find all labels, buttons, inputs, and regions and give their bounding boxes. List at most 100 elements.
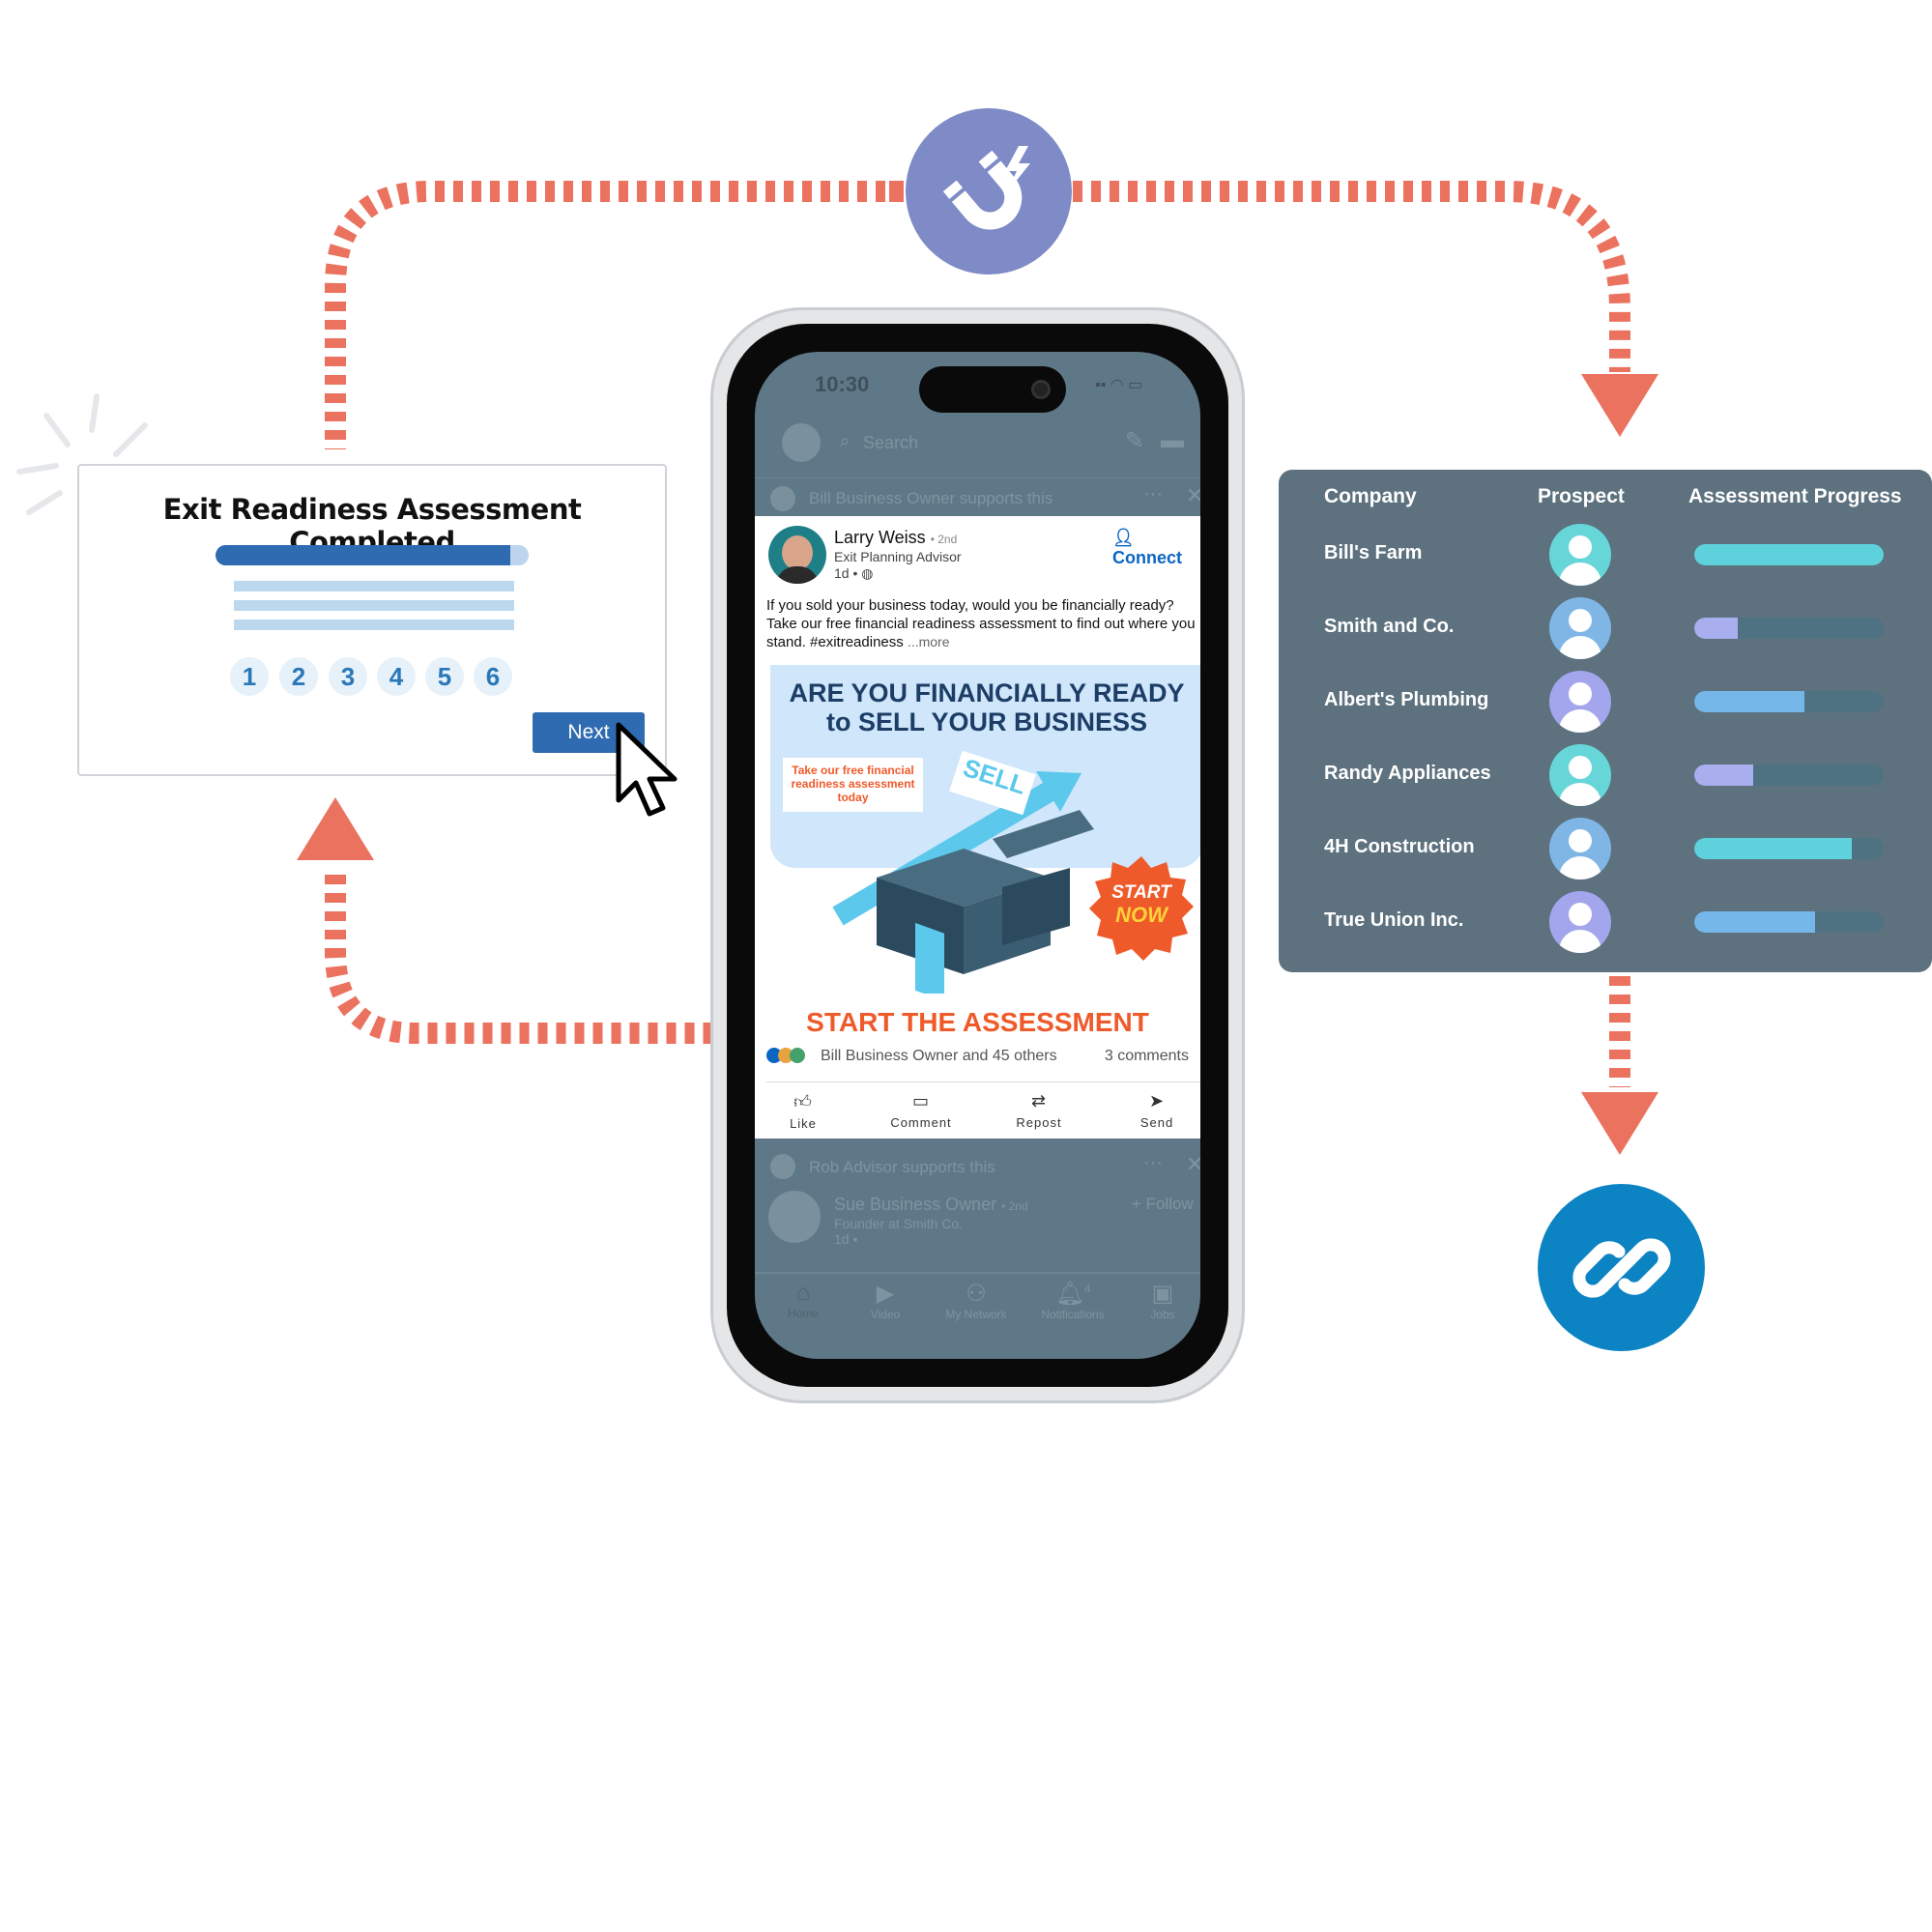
step-1[interactable]: 1: [230, 657, 269, 696]
magnet-icon: [942, 146, 1030, 230]
badge-start: START: [1111, 882, 1171, 903]
assessment-card: Exit Readiness Assessment Completed 1 2 …: [77, 464, 667, 776]
search-input[interactable]: Search: [863, 433, 919, 452]
briefcase-icon: ▣: [1151, 1281, 1174, 1307]
comment-icon: ▭: [911, 1091, 930, 1110]
globe-icon: ◍: [861, 565, 874, 581]
author-avatar[interactable]: [768, 526, 826, 584]
progress-bar: [1694, 911, 1884, 933]
arrow-up-to-assessment: [297, 797, 374, 860]
step-5[interactable]: 5: [425, 657, 464, 696]
next-post-author-line: Sue Business Owner • 2nd: [834, 1195, 1028, 1215]
send-icon: ➤: [1148, 1091, 1166, 1110]
comments-count[interactable]: 3 comments: [1104, 1048, 1189, 1064]
nav-video[interactable]: ▶Video: [840, 1280, 931, 1321]
connection-degree: • 2nd: [930, 533, 958, 546]
supports-text: Rob Advisor supports this: [809, 1158, 995, 1176]
promo-heading-2: to SELL YOUR BUSINESS: [825, 707, 1148, 736]
prospect-avatar-icon[interactable]: [1549, 597, 1611, 659]
nav-my-network-label: My Network: [945, 1308, 1007, 1321]
supporter-avatar: [770, 486, 795, 511]
prospect-table: Company Prospect Assessment Progress Bil…: [1279, 470, 1932, 972]
arrow-down-to-link: [1581, 1092, 1658, 1155]
like-button[interactable]: 👍︎ Like: [755, 1091, 851, 1131]
promo-image[interactable]: ARE YOU FINANCIALLY READY to SELL YOUR B…: [770, 665, 1200, 994]
prospect-avatar-icon[interactable]: [1549, 891, 1611, 953]
supports-text: Bill Business Owner supports this: [809, 489, 1053, 507]
next-post-avatar[interactable]: [768, 1191, 821, 1243]
column-header-progress: Assessment Progress: [1688, 485, 1902, 507]
notifications-badge: 4: [1084, 1283, 1091, 1295]
column-header-company: Company: [1324, 485, 1417, 507]
profile-avatar[interactable]: [782, 423, 821, 462]
author-name[interactable]: Larry Weiss: [834, 528, 926, 547]
bell-icon: 🔔︎4: [1054, 1281, 1091, 1307]
send-label: Send: [1139, 1115, 1174, 1130]
video-icon: ▶: [876, 1281, 895, 1307]
repost-button[interactable]: ⇄Repost: [991, 1091, 1087, 1130]
like-label: Like: [790, 1116, 817, 1131]
progress-fill: [1694, 618, 1739, 639]
progress-bar: [1694, 618, 1884, 639]
step-2[interactable]: 2: [279, 657, 318, 696]
phone-mockup: 10:30 ▪▪ ◠ ▭ ⌕ Search ✎ ▬ Bill Business …: [710, 307, 1245, 1403]
nav-home-label: Home: [787, 1307, 819, 1320]
link-circle: [1538, 1184, 1705, 1351]
close-icon[interactable]: ✕: [1186, 483, 1200, 507]
column-header-prospect: Prospect: [1538, 485, 1625, 507]
send-button[interactable]: ➤ Send: [1109, 1091, 1200, 1130]
reaction-icons: [766, 1048, 805, 1066]
cta-heading[interactable]: START THE ASSESSMENT: [806, 1007, 1149, 1037]
nav-my-network[interactable]: ⚇My Network: [931, 1280, 1022, 1321]
placeholder-line: [234, 581, 514, 591]
nav-video-label: Video: [870, 1308, 901, 1321]
author-line: Larry Weiss • 2nd: [834, 528, 957, 548]
connect-label: Connect: [1112, 548, 1182, 567]
pointer-cursor-icon: [616, 722, 678, 817]
repost-icon: ⇄: [1030, 1091, 1048, 1110]
post-meta: 1d • ◍: [834, 565, 873, 582]
add-person-icon: 👤︎: [1112, 528, 1135, 547]
progress-bar: [1694, 544, 1884, 565]
next-post-degree: • 2nd: [1001, 1199, 1028, 1213]
follow-button[interactable]: + Follow: [1132, 1195, 1194, 1213]
thumbs-up-icon: 👍︎: [793, 1092, 813, 1111]
divider: [766, 1081, 1200, 1082]
progress-bar: [1694, 838, 1884, 859]
assessment-progress-bar: [216, 545, 529, 565]
divider: [755, 1272, 1200, 1274]
close-icon[interactable]: ✕: [1186, 1152, 1200, 1176]
promo-callout: Take our free financial readiness assess…: [783, 758, 923, 812]
nav-home[interactable]: ⌂Home: [766, 1280, 840, 1320]
status-time: 10:30: [815, 372, 870, 396]
progress-fill: [1694, 838, 1852, 859]
step-6[interactable]: 6: [474, 657, 512, 696]
connect-button[interactable]: 👤︎ Connect: [1112, 528, 1200, 568]
messaging-icon[interactable]: ▬: [1161, 427, 1184, 453]
placeholder-line: [234, 600, 514, 611]
step-3[interactable]: 3: [329, 657, 367, 696]
comment-button[interactable]: ▭Comment: [873, 1091, 969, 1130]
supporter-avatar: [770, 1154, 795, 1179]
next-post-meta: 1d •: [834, 1231, 858, 1247]
compose-icon[interactable]: ✎: [1125, 428, 1145, 454]
company-name: Randy Appliances: [1324, 763, 1491, 784]
step-4[interactable]: 4: [377, 657, 416, 696]
prospect-avatar-icon[interactable]: [1549, 671, 1611, 733]
prospect-avatar-icon[interactable]: [1549, 524, 1611, 586]
more-options-icon[interactable]: ···: [1143, 483, 1163, 505]
prospect-avatar-icon[interactable]: [1549, 744, 1611, 806]
reactions-count[interactable]: Bill Business Owner and 45 others: [821, 1048, 1057, 1064]
see-more-link[interactable]: ...more: [907, 634, 950, 649]
more-options-icon[interactable]: ···: [1143, 1152, 1163, 1173]
next-post-author[interactable]: Sue Business Owner: [834, 1195, 997, 1214]
magnet-circle: [906, 108, 1072, 274]
post-time: 1d •: [834, 565, 858, 581]
link-icon: [1572, 1237, 1671, 1298]
start-now-badge: [1089, 856, 1194, 961]
prospect-avatar-icon[interactable]: [1549, 818, 1611, 879]
dynamic-island: [919, 366, 1066, 413]
nav-jobs[interactable]: ▣Jobs: [1124, 1280, 1200, 1321]
